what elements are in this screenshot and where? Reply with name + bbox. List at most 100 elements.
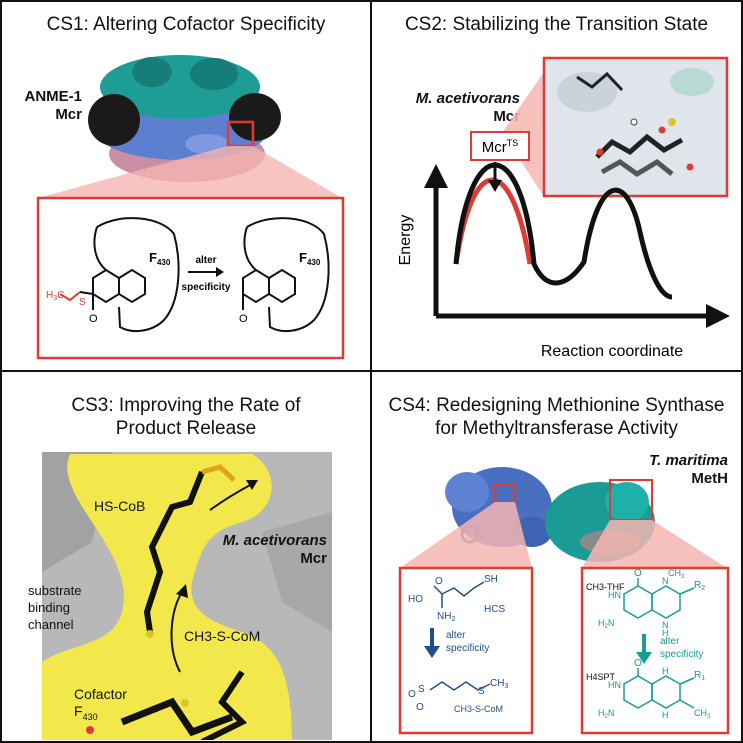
panel-cs3: CS3: Improving the Rate of Product Relea… [0,370,372,743]
cs1-enzyme-label: ANME-1 Mcr [12,88,82,124]
panel-cs1: CS1: Altering Cofactor Specificity ANME-… [0,0,372,372]
svg-text:S: S [418,684,425,695]
substrate-binding-channel-label: substrate binding channel [28,582,81,633]
cs4-organism: T. maritima [649,452,728,469]
cs3-enzyme: Mcr [300,550,327,567]
svg-text:N: N [662,620,669,630]
cs4-specificity-right: specificity [660,649,703,660]
cs2-graphic: McrTS Energy Reaction coordinate [397,56,730,360]
cs1-f430-left: F430 [149,250,171,267]
cs4-title-line1: CS4: Redesigning Methionine Synthase [388,395,725,416]
cs3-title: CS3: Improving the Rate of Product Relea… [2,394,370,440]
cs3-title-line2: Product Release [115,418,257,439]
cs1-graphic: H3C S O F430 alter specificity O F430 [36,55,345,360]
channel-line2: binding [28,600,70,615]
methylthio-label: H3C [46,290,64,302]
svg-text:CH3: CH3 [694,708,711,720]
substrate-binding-channel-surface [42,454,292,740]
cs4-title: CS4: Redesigning Methionine Synthase for… [372,394,741,440]
f430-native-structure [242,217,330,333]
svg-text:H2N: H2N [598,618,614,630]
cs1-enzyme-line1: ANME-1 [24,88,82,105]
substrate-entry-arrow [170,591,183,673]
svg-text:O: O [634,658,642,669]
panel-cs4: CS4: Redesigning Methionine Synthase for… [370,370,743,743]
cs3-title-line1: CS3: Improving the Rate of [71,395,301,416]
svg-text:H2N: H2N [598,708,614,720]
ch3-thf-pterin-structure [623,578,695,619]
energy-axis-label: Energy [397,215,414,266]
cs3-organism: M. acetivorans [222,532,327,549]
svg-text:O: O [416,702,424,713]
reaction-coordinate-label: Reaction coordinate [541,343,683,360]
ch3-s-com-label: CH3-S-CoM [184,628,261,644]
svg-text:S: S [478,686,485,697]
product-release-arrow [209,483,253,511]
cs4-graphic: HO O SH NH2 HCS alter specificity O S O … [398,467,730,735]
svg-text:O: O [239,313,248,325]
panel-cs2: CS2: Stabilizing the Transition State M.… [370,0,743,372]
cs4-inset-left [398,566,534,735]
channel-line3: channel [28,617,74,632]
svg-text:O: O [89,313,98,325]
svg-text:O: O [435,576,443,587]
cs3-enzyme-label: M. acetivorans Mcr [202,532,327,568]
h4spt-label: H4SPT [586,672,616,682]
cs1-alter-label: alter [195,255,216,266]
svg-text:H: H [662,710,669,720]
svg-text:SH: SH [484,574,498,585]
hs-cob-molecule [143,470,205,633]
cs4-ch3-s-com-label: CH3-S-CoM [454,704,503,714]
ch3-s-com-structure [429,681,491,691]
f430-modified-structure [92,217,180,333]
svg-text:H: H [662,666,669,676]
cofactor-line2: F [74,703,83,719]
cs4-enzyme-label: T. maritima MetH [618,452,728,488]
hcs-structure [433,581,485,608]
cs2-organism: M. acetivorans [415,90,520,107]
cs1-enzyme-line2: Mcr [55,106,82,123]
cofactor-sub: 430 [82,711,98,722]
cs1-f430-right: F430 [299,250,321,267]
cs4-zoom-cone-left [400,502,532,568]
cs4-zoom-cone-right [582,520,727,568]
svg-text:O: O [408,689,416,700]
cs1-specificity-label: specificity [182,282,231,293]
hcs-label: HCS [484,604,505,615]
cs4-title-line2: for Methyltransferase Activity [435,418,678,439]
cs4-enzyme: MetH [691,470,728,487]
cs1-zoom-cone [38,146,342,198]
ch3-thf-label: CH3-THF [586,582,625,592]
svg-text:CH3: CH3 [668,568,685,580]
cs3-graphic [42,452,332,740]
svg-text:S: S [79,297,86,308]
cs4-specificity-left: specificity [446,643,489,654]
transition-state-structure [557,68,714,177]
h4spt-pterin-structure [623,668,695,709]
svg-text:HN: HN [608,590,621,600]
ch3-s-com-molecule [200,670,248,740]
cofactor-line1: Cofactor [74,686,127,702]
svg-text:NH2: NH2 [437,611,455,623]
svg-text:H: H [662,628,669,638]
cs2-title: CS2: Stabilizing the Transition State [404,14,709,35]
f430-cofactor-sticks [120,697,234,737]
ts-label-box [470,131,530,161]
svg-text:HN: HN [608,680,621,690]
anme1-mcr-protein-structure [88,55,281,182]
cs1-inset-box [36,196,345,360]
cs4-alter-right: alter [660,636,680,647]
svg-text:N: N [662,576,669,586]
svg-text:CH3: CH3 [490,678,508,690]
ts-label: McrTS [482,138,519,156]
channel-line1: substrate [28,583,82,598]
r2-label: R2 [694,580,705,592]
cs1-title: CS1: Altering Cofactor Specificity [46,14,326,35]
cofactor-f430-label: Cofactor F430 [74,686,127,726]
r1-label: R1 [694,670,705,682]
hs-cob-label: HS-CoB [94,498,146,514]
svg-text:O: O [634,568,642,579]
methylthio-bond [59,291,81,302]
svg-text:HO: HO [408,594,423,605]
cs4-alter-left: alter [446,630,466,641]
